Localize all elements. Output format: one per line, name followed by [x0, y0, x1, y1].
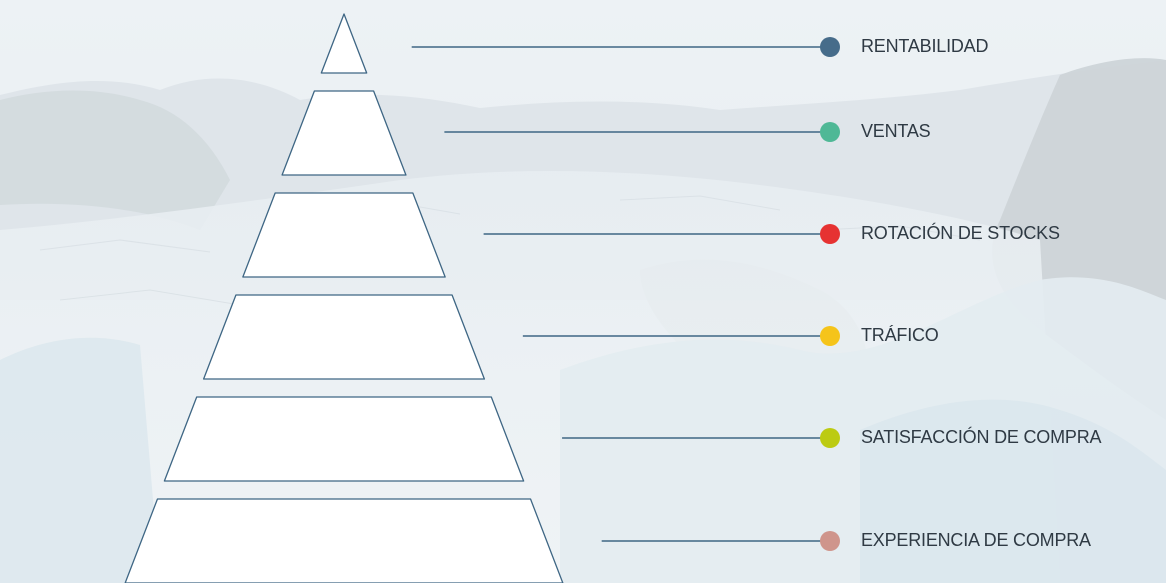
pyramid-level-4 [202, 294, 486, 380]
pyramid-level-1 [320, 13, 368, 74]
level-label-5: SATISFACCIÓN DE COMPRA [861, 427, 1102, 447]
level-label-1: RENTABILIDAD [861, 36, 989, 56]
level-label-6: EXPERIENCIA DE COMPRA [861, 530, 1091, 550]
level-dot-5 [820, 428, 840, 448]
pyramid-level-2 [281, 90, 407, 176]
pyramid-level-6 [124, 498, 564, 583]
level-dot-1 [820, 37, 840, 57]
level-dot-2 [820, 122, 840, 142]
level-dot-6 [820, 531, 840, 551]
level-dot-3 [820, 224, 840, 244]
pyramid-level-5 [163, 396, 525, 482]
level-label-4: TRÁFICO [861, 325, 939, 345]
level-dot-4 [820, 326, 840, 346]
level-label-3: ROTACIÓN DE STOCKS [861, 223, 1060, 243]
pyramid-level-3 [242, 192, 446, 278]
level-label-2: VENTAS [861, 121, 931, 141]
